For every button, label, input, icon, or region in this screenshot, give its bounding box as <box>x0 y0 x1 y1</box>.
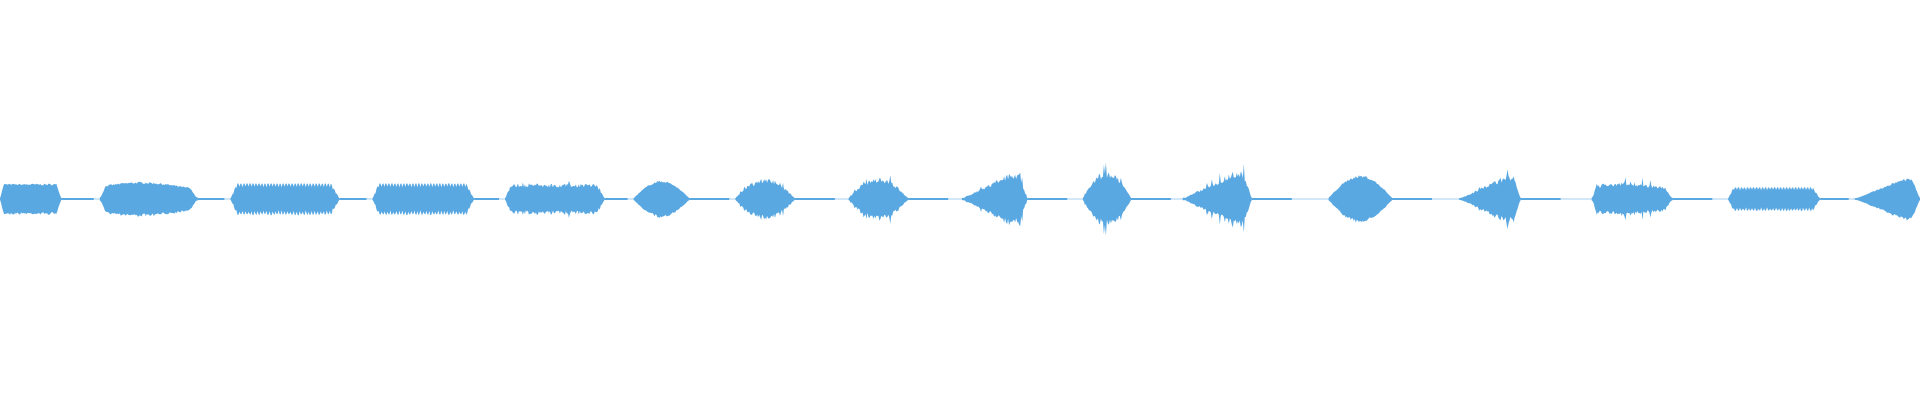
waveform-segment-9 <box>961 172 1028 227</box>
waveform-segment-13 <box>1459 169 1521 230</box>
waveform-segment-12 <box>1328 175 1392 223</box>
waveform-segment-8 <box>848 175 909 224</box>
waveform-segment-14 <box>1591 177 1673 221</box>
waveform-segments <box>0 162 1920 236</box>
waveform-segment-1 <box>0 183 62 215</box>
waveform-segment-7 <box>735 178 795 220</box>
waveform-segment-3 <box>230 183 340 216</box>
waveform-segment-6 <box>633 180 690 218</box>
waveform-segment-4 <box>372 183 475 216</box>
waveform-segment-2 <box>99 181 198 217</box>
waveform-segment-15 <box>1728 187 1821 212</box>
waveform-segment-5 <box>505 180 605 218</box>
waveform-segment-11 <box>1182 163 1252 233</box>
waveform-segment-10 <box>1082 162 1131 236</box>
waveform-segment-16 <box>1854 178 1920 221</box>
